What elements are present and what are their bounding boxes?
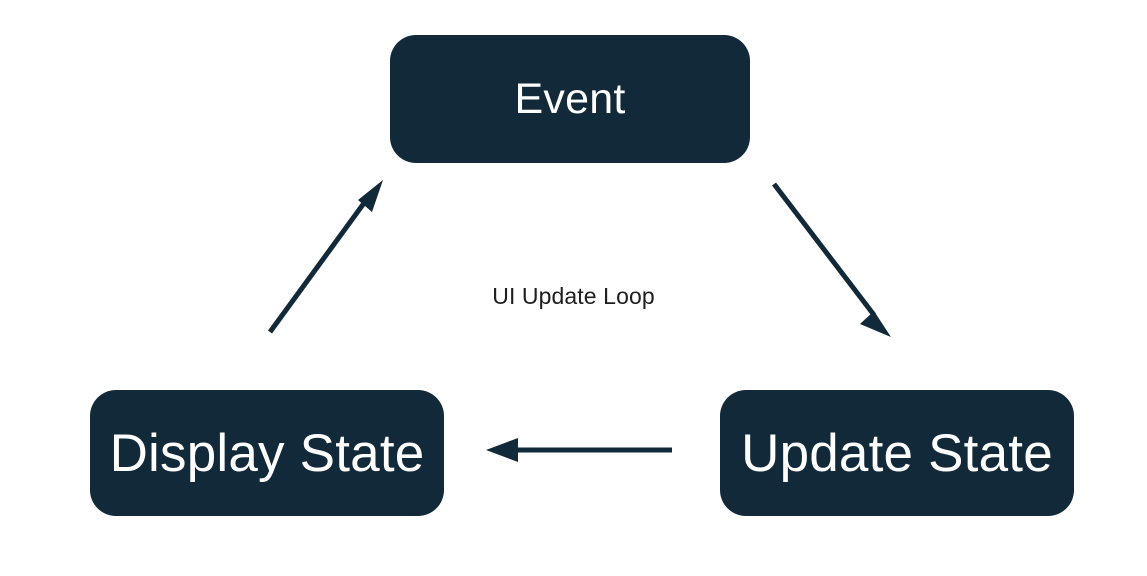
loop-caption: UI Update Loop	[492, 283, 655, 309]
edge-display-state-to-event-arrowhead	[358, 180, 383, 212]
edge-display-state-to-event-shaft	[267, 197, 370, 334]
node-display-state[interactable]: Display State	[90, 390, 444, 516]
node-display-state-label: Display State	[109, 423, 425, 483]
node-event-label: Event	[514, 74, 626, 123]
edge-display-state-to-event	[267, 180, 383, 334]
edge-update-state-to-display-state-arrowhead	[486, 438, 518, 462]
node-update-state-label: Update State	[741, 423, 1053, 483]
node-event[interactable]: Event	[390, 35, 750, 163]
edge-update-state-to-display-state	[486, 438, 672, 462]
edge-event-to-update-state-arrowhead	[860, 311, 891, 337]
node-update-state[interactable]: Update State	[720, 390, 1074, 516]
edge-event-to-update-state	[772, 182, 891, 337]
